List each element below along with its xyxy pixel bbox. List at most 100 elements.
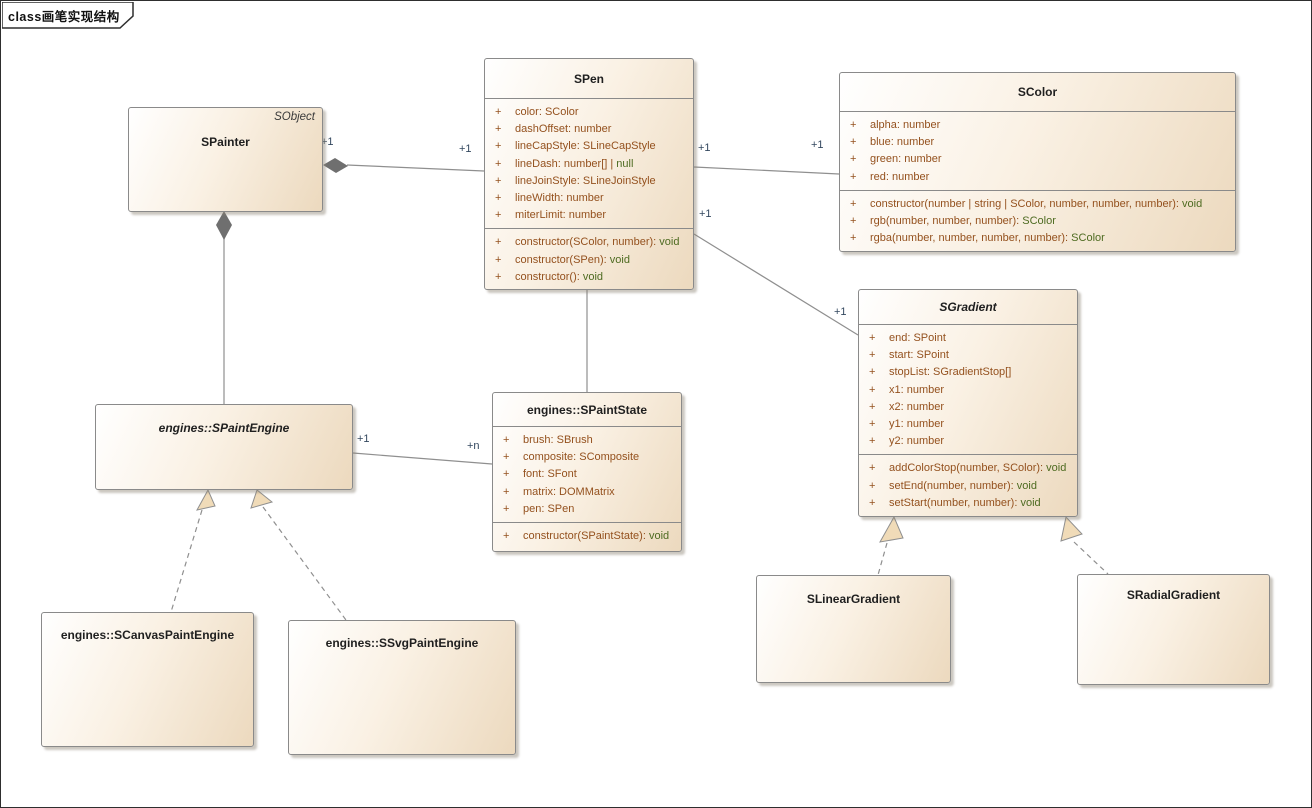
method-row: +constructor(number | string | SColor, n… [840, 196, 1235, 213]
class-box-slineargradient[interactable]: SLinearGradient [756, 575, 951, 683]
generalization-triangle [1060, 515, 1083, 542]
visibility-public-sign: + [850, 214, 857, 227]
visibility-public-sign: + [869, 332, 876, 344]
generalization-triangle [879, 515, 904, 543]
visibility-public-sign: + [869, 462, 876, 475]
attribute-row: +lineWidth: number [485, 190, 693, 207]
attribute-row: +red: number [840, 169, 1235, 186]
visibility-public-sign: + [869, 366, 876, 379]
attribute-row: +blue: number [840, 134, 1235, 151]
diagram-title: class画笔实现结构 [8, 6, 120, 25]
class-box-sgradient[interactable]: SGradient +end: SPoint+start: SPoint+sto… [858, 289, 1078, 517]
edge-radial-gradient[interactable] [1060, 515, 1109, 575]
attribute-row: +matrix: DOMMatrix [493, 484, 681, 501]
attribute-row: +miterLimit: number [485, 207, 693, 224]
method-row: +constructor(SColor, number): void [485, 234, 693, 251]
edge-svg-engine[interactable] [250, 489, 347, 621]
visibility-public-sign: + [503, 529, 510, 542]
visibility-public-sign: + [503, 502, 510, 515]
visibility-public-sign: + [850, 232, 857, 245]
class-title: SPainter [201, 135, 250, 149]
class-title: SPen [485, 59, 693, 99]
class-box-spaintstate[interactable]: engines::SPaintState +brush: SBrush+comp… [492, 392, 682, 552]
visibility-public-sign: + [850, 197, 857, 210]
visibility-public-sign: + [869, 400, 876, 413]
generalization-triangle [250, 489, 274, 509]
edge-engine-state[interactable] [352, 452, 493, 465]
class-title: engines::SPaintState [493, 393, 681, 427]
visibility-public-sign: + [869, 496, 876, 509]
attribute-row: +color: SColor [485, 104, 693, 121]
visibility-public-sign: + [495, 123, 502, 136]
class-box-spaintengine[interactable]: engines::SPaintEngine [95, 404, 353, 490]
visibility-public-sign: + [495, 236, 502, 249]
attribute-row: +x1: number [859, 382, 1077, 399]
methods-section: +addColorStop(number, SColor): void+setE… [859, 455, 1077, 516]
visibility-public-sign: + [869, 383, 876, 396]
visibility-public-sign: + [869, 479, 876, 492]
visibility-public-sign: + [495, 270, 502, 283]
visibility-public-sign: + [850, 136, 857, 149]
visibility-public-sign: + [850, 119, 857, 131]
visibility-public-sign: + [503, 485, 510, 498]
class-box-spainter[interactable]: SObject SPainter [128, 107, 323, 212]
class-title: SGradient [859, 290, 1077, 325]
edge-canvas-engine[interactable] [170, 488, 216, 613]
visibility-public-sign: + [495, 209, 502, 222]
parent-class-label: SObject [274, 111, 315, 123]
attributes-section: +end: SPoint+start: SPoint+stopList: SGr… [859, 325, 1077, 456]
method-row: +constructor(): void [485, 269, 693, 286]
visibility-public-sign: + [503, 451, 510, 464]
method-row: +constructor(SPaintState): void [493, 528, 681, 545]
attribute-row: +y2: number [859, 433, 1077, 450]
composition-diamond [216, 211, 232, 240]
class-box-spen[interactable]: SPen +color: SColor+dashOffset: number+l… [484, 58, 694, 290]
attribute-row: +dashOffset: number [485, 121, 693, 138]
attribute-row: +font: SFont [493, 466, 681, 483]
visibility-public-sign: + [869, 435, 876, 448]
visibility-public-sign: + [869, 417, 876, 430]
attribute-row: +end: SPoint [859, 330, 1077, 347]
attributes-section: +alpha: number+blue: number+green: numbe… [840, 112, 1235, 191]
class-box-ssvgpaintengine[interactable]: engines::SSvgPaintEngine [288, 620, 516, 755]
edge-painter-engine[interactable] [216, 211, 232, 404]
class-box-sradialgradient[interactable]: SRadialGradient [1077, 574, 1270, 685]
method-row: +addColorStop(number, SColor): void [859, 460, 1077, 477]
visibility-public-sign: + [850, 170, 857, 183]
attribute-row: +lineJoinStyle: SLineJoinStyle [485, 173, 693, 190]
attribute-row: +start: SPoint [859, 347, 1077, 364]
visibility-public-sign: + [495, 174, 502, 187]
class-box-scolor[interactable]: SColor +alpha: number+blue: number+green… [839, 72, 1236, 252]
composition-diamond [323, 158, 348, 173]
visibility-public-sign: + [869, 349, 876, 362]
edge-painter-pen[interactable] [323, 158, 485, 173]
class-title: engines::SCanvasPaintEngine [60, 628, 235, 642]
method-row: +rgb(number, number, number): SColor [840, 213, 1235, 230]
attribute-row: +pen: SPen [493, 501, 681, 518]
edge-pen-gradient[interactable] [693, 233, 859, 336]
attributes-section: +color: SColor+dashOffset: number+lineCa… [485, 99, 693, 230]
methods-section: +constructor(SPaintState): void [493, 523, 681, 551]
diagram-type-keyword: class [8, 10, 42, 24]
edge-pen-color[interactable] [693, 166, 840, 175]
attribute-row: +alpha: number [840, 117, 1235, 134]
visibility-public-sign: + [495, 253, 502, 266]
method-row: +setStart(number, number): void [859, 495, 1077, 512]
attribute-row: +stopList: SGradientStop[] [859, 364, 1077, 381]
visibility-public-sign: + [503, 468, 510, 481]
generalization-triangle [196, 488, 216, 511]
method-row: +setEnd(number, number): void [859, 478, 1077, 495]
diagram-title-text: 画笔实现结构 [41, 10, 120, 24]
visibility-public-sign: + [495, 140, 502, 153]
attribute-row: +lineDash: number[] | null [485, 156, 693, 173]
class-title: SColor [840, 73, 1235, 112]
attribute-row: +lineCapStyle: SLineCapStyle [485, 138, 693, 155]
attribute-row: +green: number [840, 151, 1235, 168]
class-box-scanvaspaintengine[interactable]: engines::SCanvasPaintEngine [41, 612, 254, 747]
attribute-row: +brush: SBrush [493, 432, 681, 449]
method-row: +constructor(SPen): void [485, 252, 693, 269]
frame-title-tab: class画笔实现结构 [2, 2, 134, 29]
visibility-public-sign: + [495, 106, 502, 118]
edge-linear-gradient[interactable] [877, 515, 904, 576]
